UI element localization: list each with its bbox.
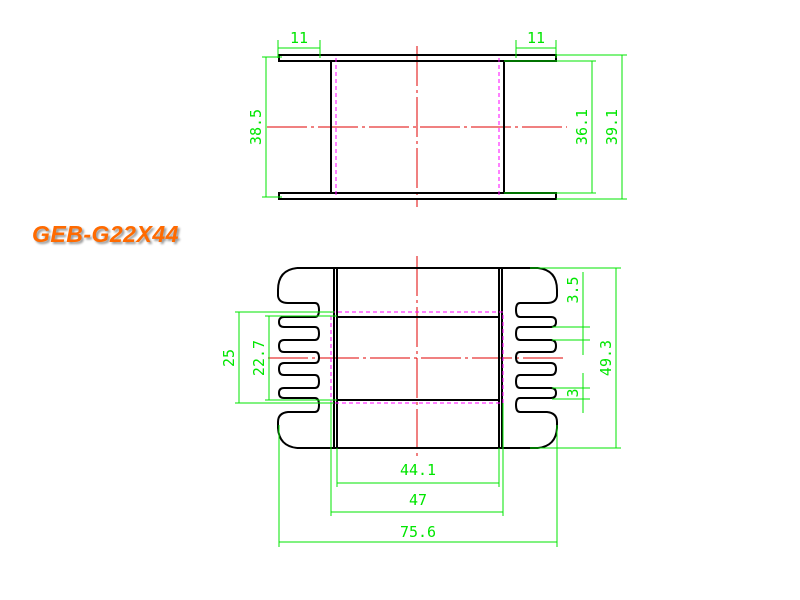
- dim-body-outer: 47: [409, 491, 427, 509]
- front-centerlines: [268, 256, 567, 458]
- dim-total-width: 75.6: [400, 523, 436, 541]
- dim-height-inner: 38.5: [247, 109, 265, 145]
- top-hidden-lines: [335, 58, 500, 196]
- dim-flange-left: 11: [290, 29, 308, 47]
- front-hidden-window: [330, 311, 504, 404]
- dim-window-inner: 22.7: [250, 340, 268, 376]
- front-dimension-lines: [235, 267, 621, 547]
- dim-top-margin: 3.5: [564, 276, 582, 303]
- part-title: GEB-G22X44: [32, 221, 179, 247]
- dim-height-body: 36.1: [573, 109, 591, 145]
- dim-height-total: 39.1: [603, 109, 621, 145]
- dim-total-height: 49.3: [597, 340, 615, 376]
- dim-slot: 3: [564, 388, 582, 397]
- top-dimension-lines: [262, 40, 627, 200]
- top-centerlines: [267, 46, 567, 207]
- top-view: 11 11 38.5 36.1 39.1: [247, 29, 627, 207]
- dim-body-inner: 44.1: [400, 461, 436, 479]
- right-flange-outline: [514, 267, 558, 449]
- dim-flange-right: 11: [527, 29, 545, 47]
- top-flange-lower: [278, 192, 557, 200]
- front-view: 25 22.7 49.3 3.5 3 44.1 47 75.6: [220, 256, 621, 547]
- dim-window-outer: 25: [220, 349, 238, 367]
